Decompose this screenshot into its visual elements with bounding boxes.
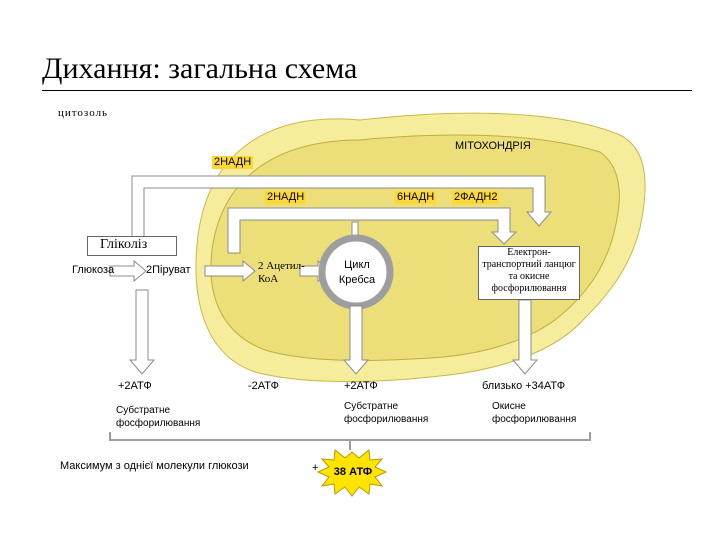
cytosol-label: цитозоль xyxy=(58,107,109,119)
atp-minus: -2АТФ xyxy=(248,380,279,392)
mitochondria-label: МІТОХОНДРІЯ xyxy=(455,140,531,152)
atp-glycolysis: +2АТФ xyxy=(118,380,152,392)
max-label: Максимум з однієї молекули глюкози xyxy=(60,460,249,472)
pyruvate-arrow xyxy=(204,259,256,283)
mitochondrion-inner xyxy=(210,134,620,361)
glycolysis-atp-arrow xyxy=(128,289,156,375)
page-title: Дихання: загальна схема xyxy=(42,52,692,91)
total-atp-burst xyxy=(316,449,388,497)
substrate-phos-1: Субстратне фосфорилювання xyxy=(116,405,201,429)
glucose-label: Глюкоза xyxy=(72,264,115,276)
acetyl-coa-label: 2 Ацетил-КоА xyxy=(258,260,305,285)
atp-krebs: +2АТФ xyxy=(344,380,378,392)
krebs-atp-arrow xyxy=(342,305,370,375)
glucose-arrow xyxy=(109,259,147,283)
krebs-label: Цикл Кребса xyxy=(338,259,376,286)
pyruvate-label: 2Піруват xyxy=(146,264,191,276)
nadh-inner-arrow xyxy=(227,207,518,254)
atp-etc: близько +34АТФ xyxy=(482,380,566,392)
etc-box: Електрон-транспортний ланцюг та окисне ф… xyxy=(478,246,580,300)
nadh-6-label: 6НАДН xyxy=(395,191,437,204)
nadh-top-arrow xyxy=(131,175,553,248)
etc-atp-arrow xyxy=(511,299,539,375)
substrate-phos-2: Субстратне фосфорилювання xyxy=(344,401,429,425)
glycolysis-label: Гліколіз xyxy=(100,237,148,252)
oxidative-phos: Окисне фосфорилювання xyxy=(492,401,577,425)
total-brace xyxy=(109,432,591,441)
nadh-label-inner: 2НАДН xyxy=(265,191,307,204)
total-atp-label: 38 АТФ xyxy=(333,466,373,478)
nadh-label-top: 2НАДН xyxy=(212,156,254,169)
plus-sign: + xyxy=(312,462,319,474)
fadh-label: 2ФАДН2 xyxy=(452,191,500,204)
